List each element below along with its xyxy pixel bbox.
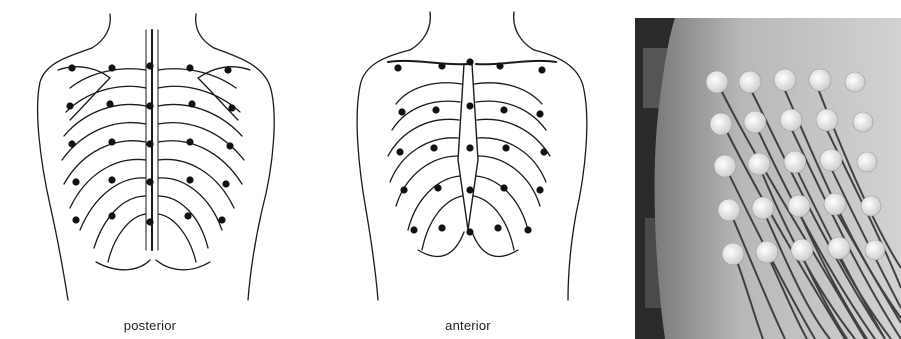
torso-left-outline — [357, 50, 410, 300]
torso-right-outline — [534, 50, 587, 300]
posterior-diagram — [0, 0, 300, 339]
clavicle-right — [476, 61, 556, 64]
torso-left-outline — [38, 48, 92, 300]
electrode-photo — [635, 18, 901, 339]
posterior-caption: posterior — [0, 318, 300, 333]
neck-left-outline — [410, 12, 430, 50]
scapula-right — [198, 67, 250, 120]
posterior-torso-svg — [0, 0, 300, 315]
electrode-photo-svg — [635, 18, 901, 339]
anterior-caption: anterior — [318, 318, 618, 333]
back-skin — [655, 18, 901, 339]
neck-left-outline — [92, 14, 110, 48]
torso-right-outline — [214, 48, 274, 300]
neck-right-outline — [514, 12, 534, 50]
anterior-torso-svg — [318, 0, 618, 315]
neck-right-outline — [196, 14, 214, 48]
clavicle-left — [388, 61, 468, 64]
anterior-diagram — [318, 0, 618, 339]
